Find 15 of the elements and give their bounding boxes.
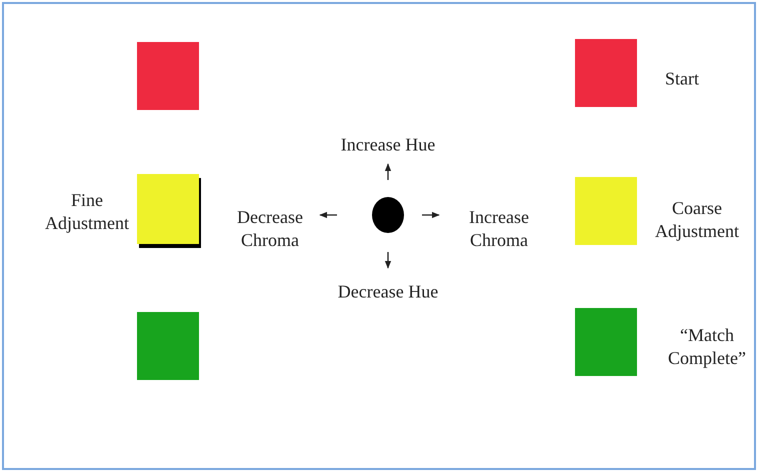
square-caption: “Match Complete” (667, 324, 747, 370)
square-caption: Coarse Adjustment (654, 197, 740, 243)
colored-square (137, 42, 199, 110)
colored-square (575, 308, 637, 376)
colored-square (575, 177, 637, 245)
colored-square (575, 39, 637, 107)
colored-square (137, 312, 199, 380)
colored-square (137, 174, 199, 244)
direction-label: Decrease Chroma (236, 206, 304, 252)
square-caption: Fine Adjustment (44, 189, 130, 235)
direction-label: Increase Chroma (468, 206, 530, 252)
dot (372, 197, 404, 233)
direction-label: Increase Hue (340, 134, 436, 156)
square-caption: Start (664, 68, 700, 90)
direction-label: Decrease Hue (336, 280, 440, 304)
